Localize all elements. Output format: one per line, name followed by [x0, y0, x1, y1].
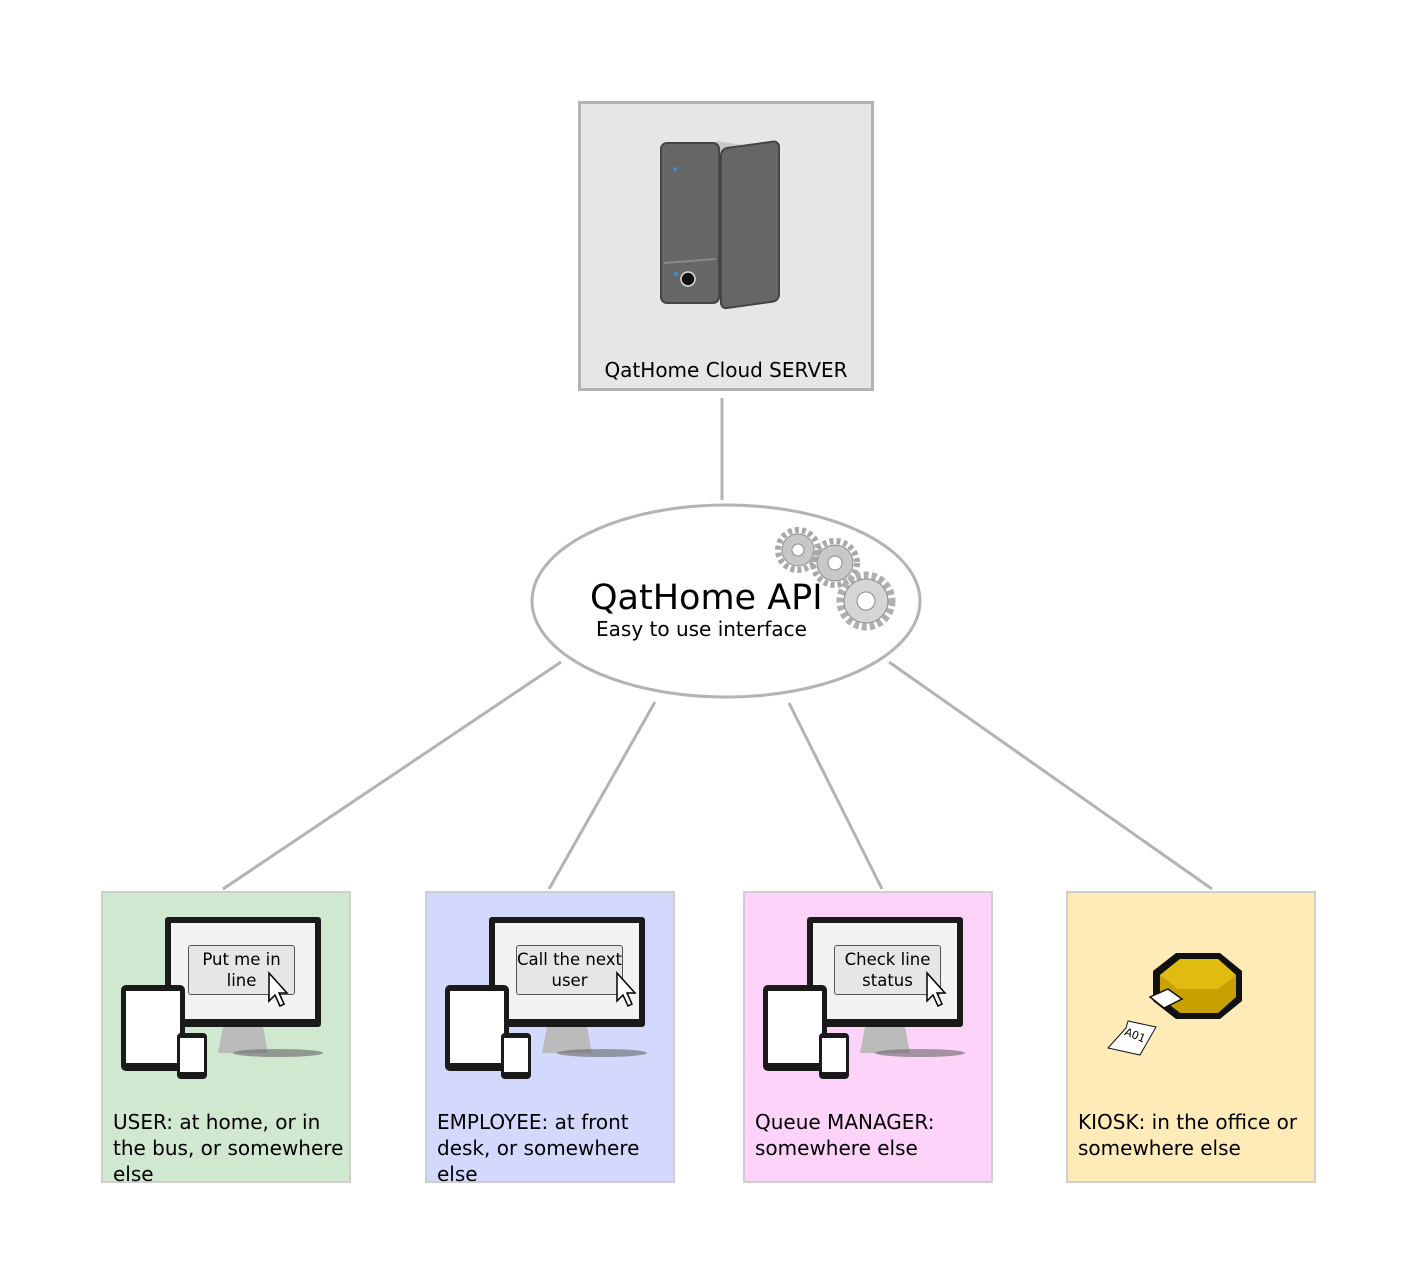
cursor-icon — [926, 971, 947, 1008]
server-box: QatHome Cloud SERVER — [578, 101, 874, 391]
check-line-status-button[interactable]: Check line status — [834, 945, 941, 995]
client-box-kiosk: A01 KIOSK: in the office or somewhere el… — [1066, 891, 1316, 1183]
api-user-connector — [222, 660, 562, 891]
api-subtitle: Easy to use interface — [596, 617, 807, 641]
employee-label: EMPLOYEE: at front desk, or somewhere el… — [437, 1110, 640, 1186]
call-next-user-button[interactable]: Call the next user — [516, 945, 623, 995]
manager-label: Queue MANAGER: somewhere else — [755, 1110, 935, 1160]
api-manager-connector — [787, 702, 884, 890]
cursor-icon — [616, 971, 637, 1008]
gears-icon — [775, 527, 896, 631]
cursor-icon — [268, 971, 289, 1008]
client-box-employee: Call the next user EMPLOYEE: at front de… — [425, 891, 675, 1186]
client-box-user: Put me in line USER: at home, or in the … — [101, 891, 351, 1186]
api-title: QatHome API — [590, 578, 823, 618]
user-label: USER: at home, or in the bus, or somewhe… — [113, 1110, 344, 1186]
server-label: QatHome Cloud SERVER — [604, 358, 848, 382]
kiosk-label: KIOSK: in the office or somewhere else — [1078, 1110, 1298, 1160]
api-employee-connector — [547, 701, 657, 890]
ticket-kiosk-icon: A01 — [1107, 953, 1242, 1056]
server-tower-icon — [660, 140, 780, 310]
client-box-manager: Check line status Queue MANAGER: somewhe… — [743, 891, 993, 1183]
api-kiosk-connector — [888, 660, 1213, 891]
